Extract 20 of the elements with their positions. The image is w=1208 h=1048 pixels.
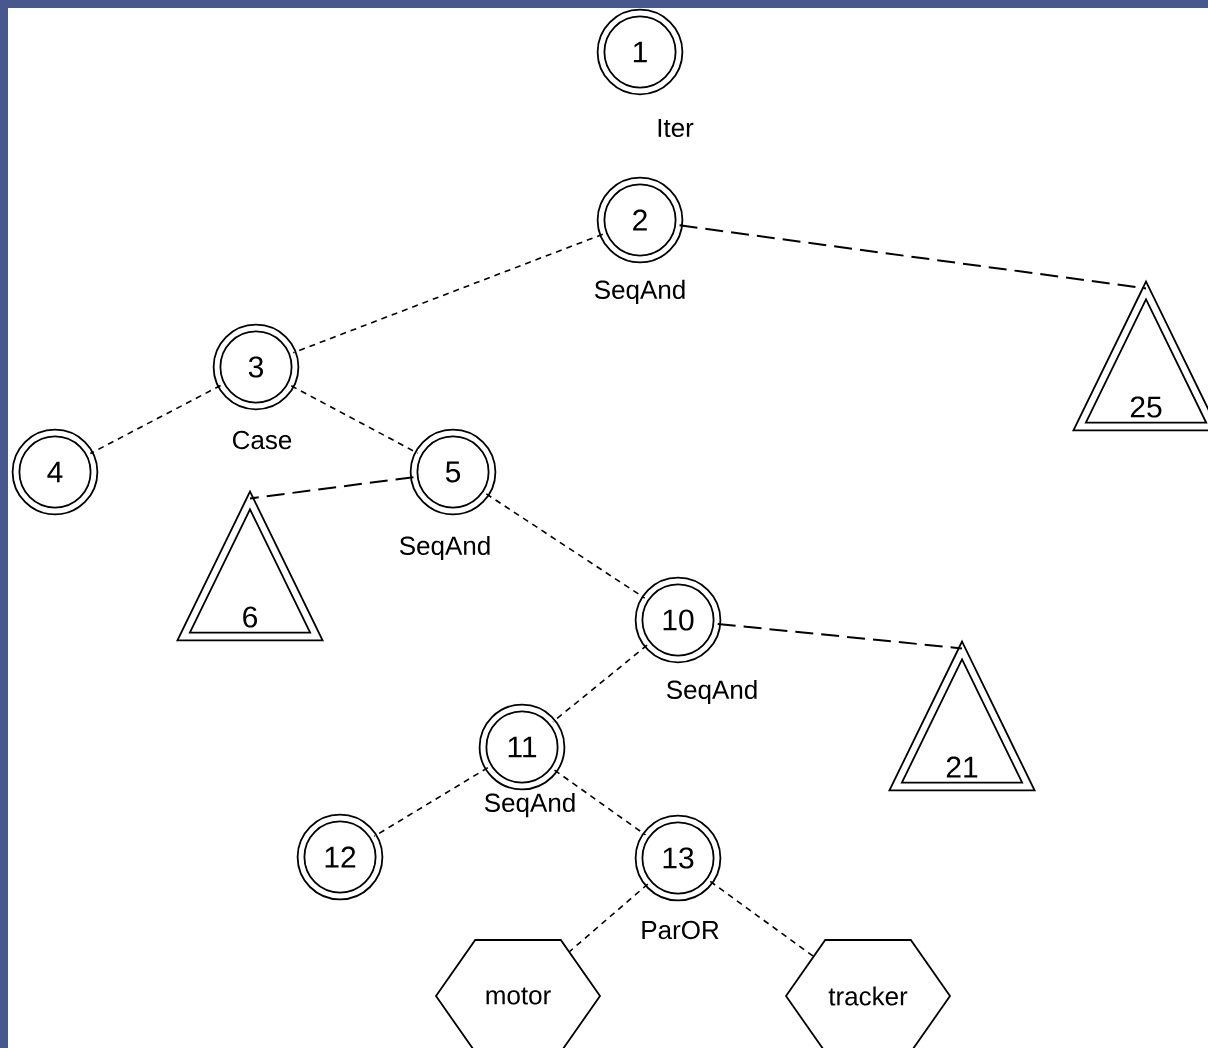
node-caption: Case xyxy=(232,430,292,450)
connector-line xyxy=(292,233,604,354)
connector-line xyxy=(249,476,415,500)
node-caption: SeqAnd xyxy=(594,279,685,305)
connector-line xyxy=(709,880,814,957)
node-caption: SeqAnd xyxy=(666,679,757,705)
connector-line xyxy=(553,769,647,836)
connector-line xyxy=(290,384,419,455)
connector-line xyxy=(716,622,963,650)
connector-line xyxy=(373,766,489,838)
hexagon: motor xyxy=(434,939,602,1048)
node-caption: ParOR xyxy=(642,920,719,940)
node-caption: SeqAnd xyxy=(399,535,490,561)
connector-line xyxy=(678,224,1147,290)
connector-line xyxy=(485,493,646,599)
connector-line xyxy=(569,883,649,953)
node-caption: SeqAnd xyxy=(484,792,575,818)
hexagon: tracker xyxy=(784,939,952,1048)
node-caption: Iter xyxy=(658,118,694,138)
connector-line xyxy=(89,384,222,455)
